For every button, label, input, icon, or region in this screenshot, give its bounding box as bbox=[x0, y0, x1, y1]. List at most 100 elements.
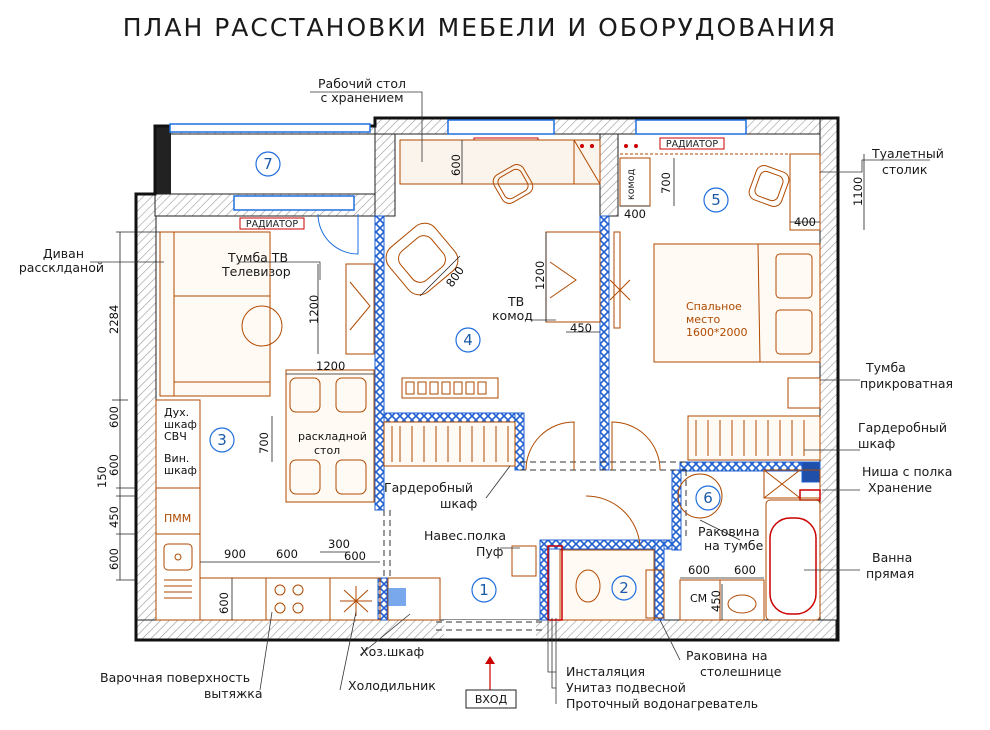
bathroom-furniture bbox=[511, 473, 821, 621]
page-title: ПЛАН РАССТАНОВКИ МЕБЕЛИ И ОБОРУДОВАНИЯ bbox=[123, 13, 838, 42]
armchair bbox=[385, 222, 459, 296]
label-vanity-line2: столик bbox=[882, 162, 928, 177]
label-sofa-line1: Диван bbox=[43, 246, 84, 261]
dim-table-1200: 1200 bbox=[316, 359, 345, 373]
label-tv-dresser-line1: ТВ bbox=[507, 294, 524, 309]
dim-table-700: 700 bbox=[257, 432, 271, 454]
label-niche-line1: Ниша с полка bbox=[862, 464, 952, 479]
label-nightstand-line1: Тумба bbox=[865, 360, 906, 375]
room-number-2: 2 bbox=[619, 579, 629, 597]
installation-frame bbox=[547, 545, 563, 621]
label-desk-line2: с хранением bbox=[320, 90, 403, 105]
radiator-label-room-5: РАДИАТОР bbox=[666, 139, 719, 150]
label-desk-line1: Рабочий стол bbox=[318, 76, 406, 91]
dim-dresser-400: 400 bbox=[624, 207, 646, 221]
label-shelf: Навес.полка bbox=[424, 528, 506, 543]
room-number-1: 1 bbox=[479, 581, 489, 599]
label-nightstand-line2: прикроватная bbox=[860, 376, 953, 391]
dim-300: 300 bbox=[328, 537, 350, 551]
dim-sink-600: 600 bbox=[107, 548, 121, 570]
balcony-door bbox=[317, 213, 359, 255]
label-wc: Унитаз подвесной bbox=[566, 680, 686, 695]
label-oven-line1: Дух. bbox=[164, 406, 189, 419]
label-oven-line3: СВЧ bbox=[164, 430, 187, 443]
label-dishwasher: ПММ bbox=[164, 512, 191, 525]
dim-bath-600-a: 600 bbox=[688, 563, 710, 577]
label-tv-stand-line2: Телевизор bbox=[221, 264, 291, 279]
label-oven-line2: шкаф bbox=[164, 418, 197, 431]
label-bed-line1: Спальное bbox=[686, 300, 742, 313]
label-bath-line2: прямая bbox=[866, 566, 914, 581]
label-sink-stand-line2: на тумбе bbox=[704, 538, 764, 553]
label-sofa-line2: рассклданой bbox=[19, 260, 104, 275]
label-wardrobe-right-line1: Гардеробный bbox=[858, 420, 947, 435]
label-dresser-small: комод bbox=[626, 168, 637, 200]
label-sink-top-line2: столешнице bbox=[700, 664, 782, 679]
label-heater: Проточный водонагреватель bbox=[566, 696, 758, 711]
study-furniture bbox=[383, 139, 661, 471]
label-pouf: Пуф bbox=[476, 544, 503, 559]
dim-kitchen-600-b: 600 bbox=[344, 549, 366, 563]
living-furniture bbox=[155, 231, 441, 621]
dim-dresser-1200: 1200 bbox=[533, 261, 547, 290]
label-utility: Хоз.шкаф bbox=[360, 644, 424, 659]
dim-oven-600: 600 bbox=[107, 406, 121, 428]
dim-vanity-400: 400 bbox=[794, 215, 816, 229]
label-wardrobe-center-line2: шкаф bbox=[440, 496, 477, 511]
label-sink-top-line1: Раковина на bbox=[686, 648, 768, 663]
label-tv-stand-line1: Тумба ТВ bbox=[227, 250, 288, 265]
dim-armchair-800: 800 bbox=[443, 264, 467, 290]
label-wardrobe-center-line1: Гардеробный bbox=[384, 480, 473, 495]
dim-bath-600-b: 600 bbox=[734, 563, 756, 577]
label-table-line2: стол bbox=[314, 444, 340, 457]
leader-lines bbox=[90, 91, 930, 704]
dim-vanity-1100: 1100 bbox=[851, 177, 865, 206]
dim-900: 900 bbox=[224, 547, 246, 561]
dining-chairs bbox=[289, 377, 367, 495]
entrance-label: ВХОД bbox=[475, 693, 508, 706]
dim-wine-600: 600 bbox=[107, 454, 121, 476]
label-wine-line2: шкаф bbox=[164, 464, 197, 477]
label-vanity-line1: Туалетный bbox=[871, 146, 944, 161]
label-fridge: Холодильник bbox=[348, 678, 436, 693]
room-numbers bbox=[209, 151, 729, 603]
label-hob-line2: вытяжка bbox=[204, 686, 263, 701]
dashed-lines bbox=[383, 461, 690, 631]
dim-sofa-2284: 2284 bbox=[107, 305, 121, 334]
partitions bbox=[374, 215, 821, 621]
dim-150: 150 bbox=[95, 466, 109, 488]
dim-bath-450: 450 bbox=[709, 590, 723, 612]
label-bed-line3: 1600*2000 bbox=[686, 326, 748, 339]
room-number-5: 5 bbox=[711, 191, 721, 209]
dimension-lines bbox=[112, 140, 865, 620]
radiator-label-room-3: РАДИАТОР bbox=[246, 219, 299, 230]
room-number-7: 7 bbox=[263, 155, 273, 173]
dim-dresser-700: 700 bbox=[659, 172, 673, 194]
dim-desk-depth: 600 bbox=[449, 154, 463, 176]
label-tv-dresser-line2: комод bbox=[492, 308, 533, 323]
label-washer: СМ bbox=[690, 592, 707, 605]
dim-pmm-450: 450 bbox=[107, 506, 121, 528]
room-number-6: 6 bbox=[703, 489, 713, 507]
label-bath-line1: Ванна bbox=[872, 550, 912, 565]
dim-tv-1200: 1200 bbox=[307, 295, 321, 324]
bedroom-furniture bbox=[609, 144, 821, 499]
label-sink-stand-line1: Раковина bbox=[698, 524, 760, 539]
label-wardrobe-right-line2: шкаф bbox=[858, 436, 895, 451]
label-install: Инсталяция bbox=[566, 664, 645, 679]
utility-marker bbox=[388, 588, 406, 606]
label-wine-line1: Вин. bbox=[164, 452, 189, 465]
label-niche-line2: Хранение bbox=[868, 480, 932, 495]
entrance-marker bbox=[465, 656, 517, 709]
dim-dresser-450: 450 bbox=[570, 321, 592, 335]
dim-kitchen-600: 600 bbox=[276, 547, 298, 561]
label-table-line1: раскладной bbox=[298, 430, 367, 443]
desk-chair bbox=[492, 164, 534, 204]
label-bed-line2: место bbox=[686, 313, 721, 326]
windows bbox=[169, 119, 747, 211]
room-number-4: 4 bbox=[463, 331, 473, 349]
bathtub bbox=[769, 517, 817, 615]
room-number-3: 3 bbox=[217, 431, 227, 449]
label-hob-line1: Варочная поверхность bbox=[100, 670, 250, 685]
